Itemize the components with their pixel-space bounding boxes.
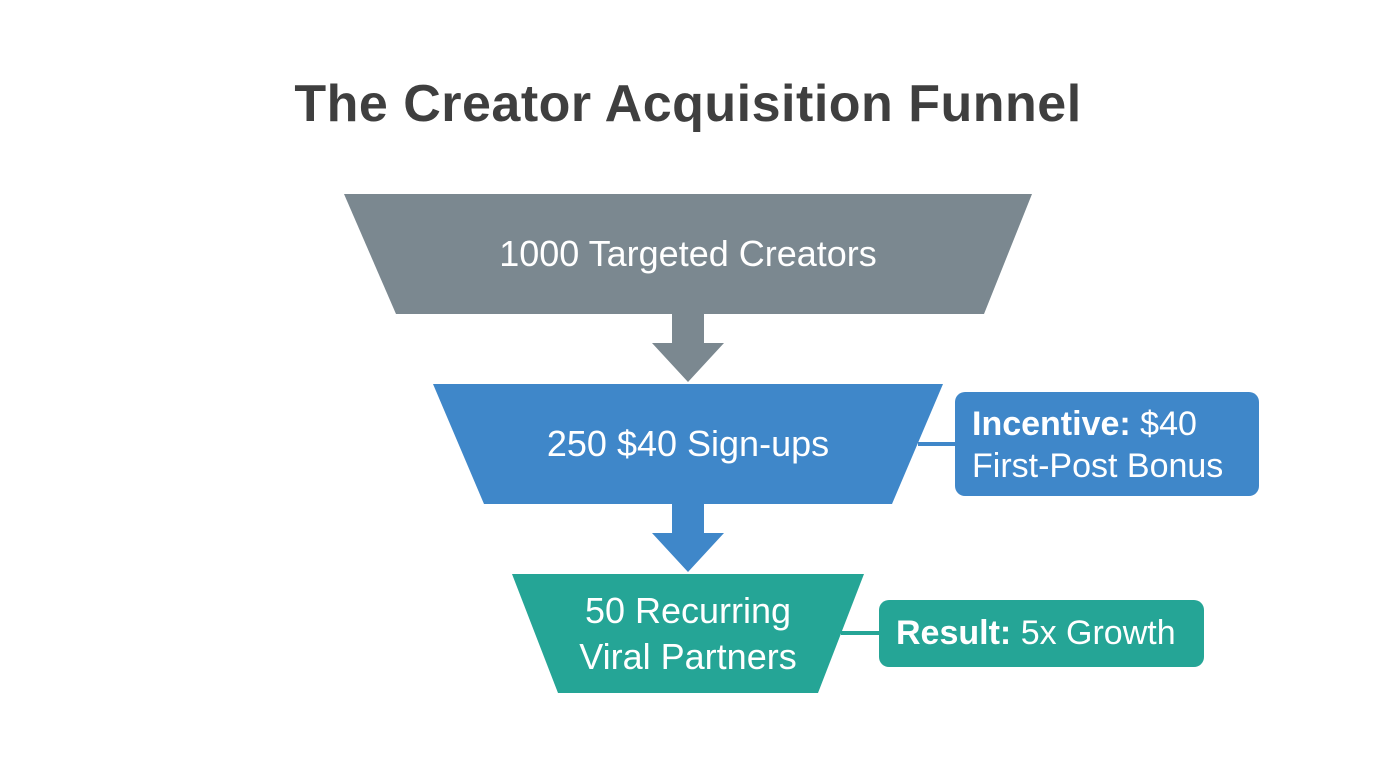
result-callout: Result: 5x Growth bbox=[879, 600, 1204, 667]
incentive-value: $40 bbox=[1140, 405, 1197, 443]
funnel-stage-1-label: 1000 Targeted Creators bbox=[499, 233, 877, 274]
incentive-callout: Incentive: $40 First-Post Bonus bbox=[955, 392, 1259, 496]
funnel-stage-3-label: 50 Recurring Viral Partners bbox=[512, 588, 864, 680]
arrow-stage-2-to-3 bbox=[652, 504, 724, 572]
result-key: Result: bbox=[896, 614, 1012, 652]
funnel-stage-1-shape bbox=[344, 194, 1032, 314]
funnel-stage-2-shape bbox=[433, 384, 943, 504]
arrow-stage-1-to-2 bbox=[652, 314, 724, 382]
funnel-stage-3-label-line1: 50 Recurring bbox=[584, 590, 792, 631]
funnel-stage-3-label-line2: Viral Partners bbox=[579, 636, 797, 677]
incentive-callout-line1: Incentive: $40 bbox=[972, 403, 1259, 445]
funnel-stage-2-label: 250 $40 Sign-ups bbox=[546, 423, 830, 464]
page-title: The Creator Acquisition Funnel bbox=[294, 75, 1082, 133]
funnel-stage-3-shape bbox=[512, 574, 864, 693]
incentive-key: Incentive: bbox=[972, 405, 1131, 443]
result-value: 5x Growth bbox=[1020, 614, 1176, 652]
incentive-callout-line2: First-Post Bonus bbox=[972, 447, 1224, 485]
